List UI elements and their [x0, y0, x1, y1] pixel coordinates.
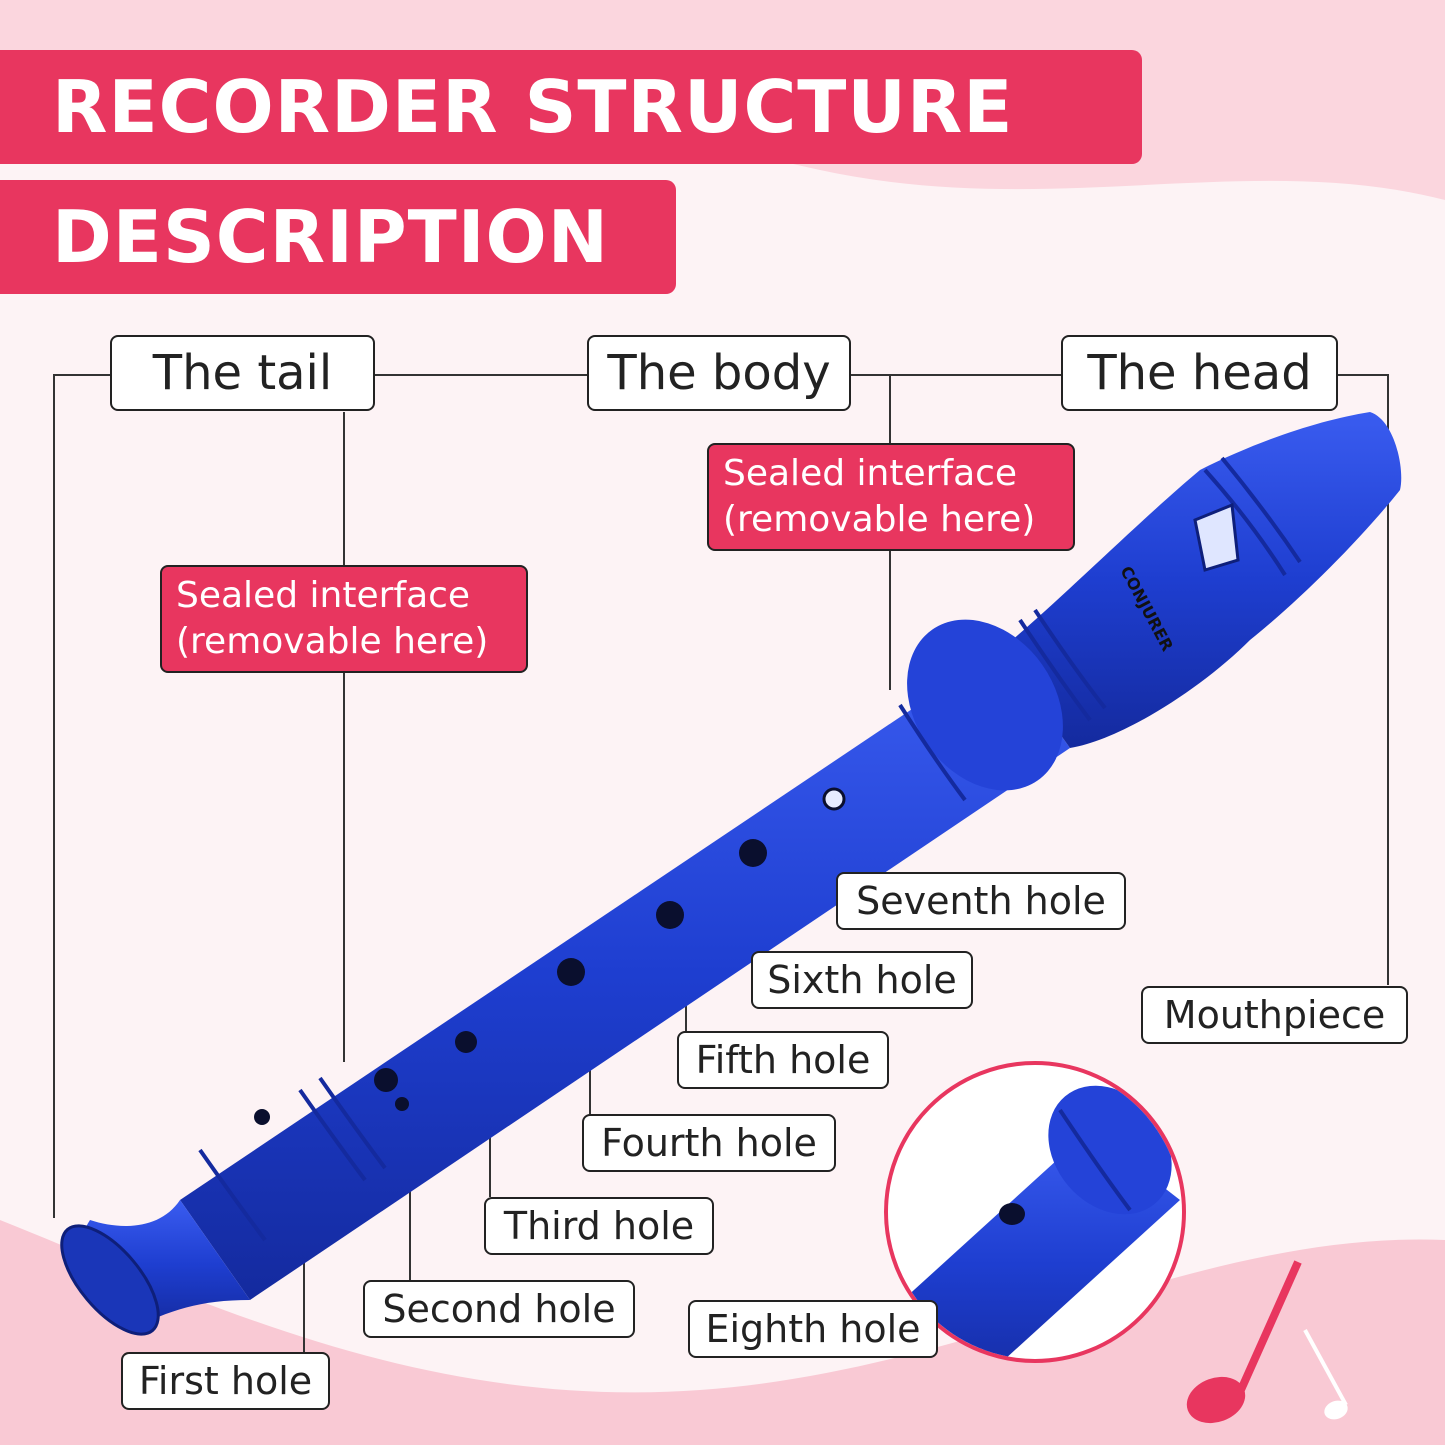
sealed-interface-tail: Sealed interface (removable here): [160, 565, 528, 673]
recorder-rings: [898, 456, 1302, 802]
recorder-head: [1000, 412, 1402, 748]
label-mouthpiece: Mouthpiece: [1141, 986, 1408, 1044]
recorder: CONJURER: [60, 412, 1402, 1336]
label-body: The body: [587, 335, 851, 411]
label-tail: The tail: [110, 335, 375, 411]
recorder-tube: [180, 650, 1070, 1300]
title-banner-line2: DESCRIPTION: [0, 180, 676, 294]
bg-wave-bottom: [0, 1220, 1445, 1445]
music-notes: [1186, 1260, 1348, 1424]
recorder-bell: [60, 1224, 160, 1336]
label-first-hole: First hole: [121, 1352, 330, 1410]
label-fourth-hole: Fourth hole: [582, 1114, 836, 1172]
label-sixth-hole: Sixth hole: [751, 951, 973, 1009]
label-head: The head: [1061, 335, 1338, 411]
label-fifth-hole: Fifth hole: [677, 1031, 889, 1089]
label-third-hole: Third hole: [484, 1197, 714, 1255]
label-eighth-hole: Eighth hole: [688, 1300, 938, 1358]
recorder-foot-rings: [198, 1076, 387, 1242]
sealed-interface-body: Sealed interface (removable here): [707, 443, 1075, 551]
label-seventh-hole: Seventh hole: [836, 872, 1126, 930]
label-second-hole: Second hole: [363, 1280, 635, 1338]
zoom-circle: [884, 1061, 1186, 1363]
finger-holes: [254, 787, 846, 1125]
title-line1: RECORDER STRUCTURE: [52, 65, 1014, 149]
title-line2: DESCRIPTION: [52, 195, 610, 279]
sealed-interface-body-line2: (removable here): [723, 499, 1036, 540]
title-banner-line1: RECORDER STRUCTURE: [0, 50, 1142, 164]
recorder-window: [1193, 502, 1240, 572]
sealed-interface-tail-line1: Sealed interface: [176, 575, 471, 616]
recorder-joint-bulge: [907, 619, 1063, 791]
sealed-interface-body-line1: Sealed interface: [723, 453, 1018, 494]
sealed-interface-tail-line2: (removable here): [176, 621, 489, 662]
